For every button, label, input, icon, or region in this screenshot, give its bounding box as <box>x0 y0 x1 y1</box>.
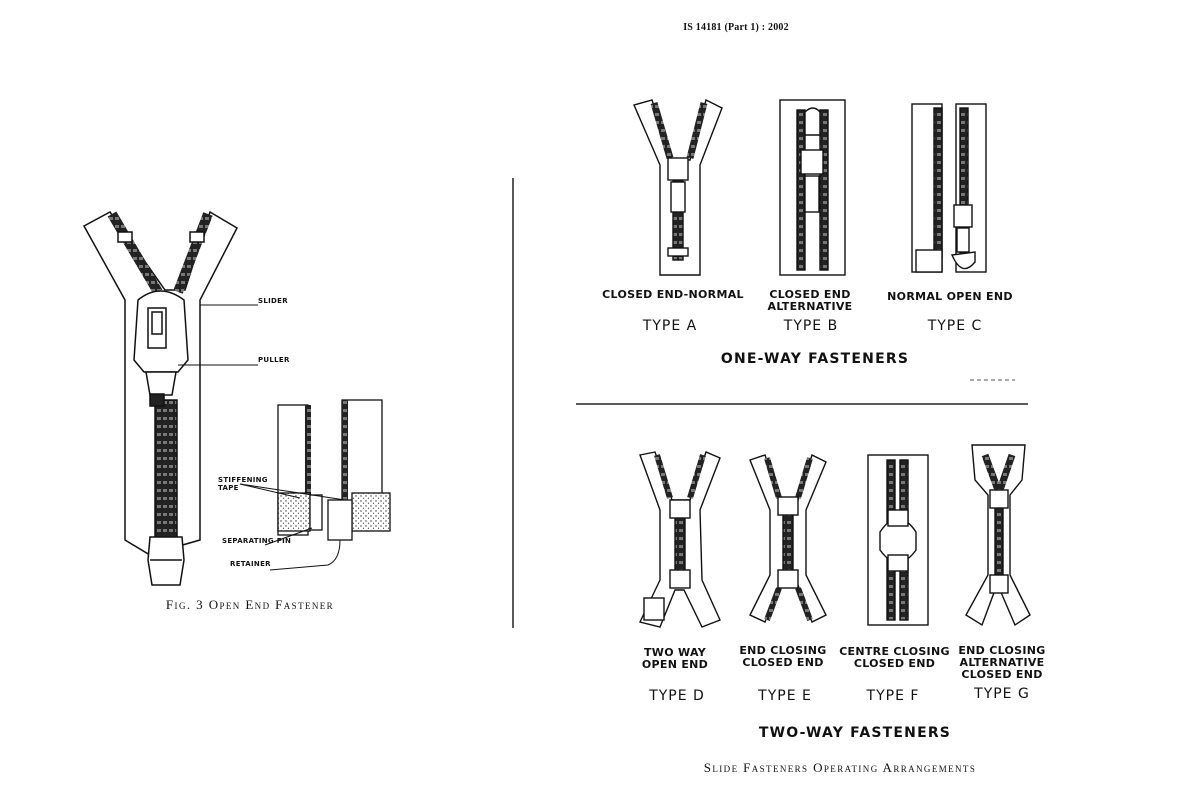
type-d-label: TWO WAY OPEN END <box>641 646 709 671</box>
figure-caption: Slide Fasteners Operating Arrangements <box>703 760 977 775</box>
type-d-heading: TYPE D <box>649 688 705 704</box>
type-b-drawing <box>779 99 846 276</box>
type-c-drawing <box>911 103 987 273</box>
type-e-label: END CLOSING CLOSED END <box>739 644 827 669</box>
page-header: IS 14181 (Part 1) : 2002 <box>683 22 789 33</box>
type-a-heading: TYPE A <box>642 318 698 334</box>
label-puller: PULLER <box>258 356 290 364</box>
type-f-label: CENTRE CLOSING CLOSED END <box>839 645 950 670</box>
type-a-label: CLOSED END-NORMAL <box>602 288 744 301</box>
type-g-drawing <box>965 444 1031 627</box>
label-retainer: RETAINER <box>230 560 271 568</box>
type-c-label: NORMAL OPEN END <box>887 290 1013 303</box>
label-slider: SLIDER <box>258 297 288 305</box>
open-end-fastener-drawing <box>82 210 258 586</box>
one-way-title: ONE-WAY FASTENERS <box>720 351 910 367</box>
type-f-drawing <box>867 454 929 626</box>
type-e-heading: TYPE E <box>758 688 812 704</box>
type-g-heading: TYPE G <box>974 686 1030 702</box>
type-d-drawing <box>639 451 721 628</box>
type-c-heading: TYPE C <box>927 318 983 334</box>
type-b-heading: TYPE B <box>783 318 839 334</box>
type-b-label: CLOSED END ALTERNATIVE <box>767 288 853 313</box>
label-stiffening-tape: STIFFENING TAPE <box>218 476 268 492</box>
type-a-drawing <box>633 98 723 276</box>
separating-pin-detail <box>239 399 391 571</box>
type-g-label: END CLOSING ALTERNATIVE CLOSED END <box>958 644 1046 681</box>
type-e-drawing <box>749 454 827 623</box>
label-separating-pin: SEPARATING PIN <box>222 537 292 545</box>
fig3-caption: Fig. 3 Open End Fastener <box>165 597 335 612</box>
type-f-heading: TYPE F <box>866 688 920 704</box>
two-way-title: TWO-WAY FASTENERS <box>758 725 952 741</box>
